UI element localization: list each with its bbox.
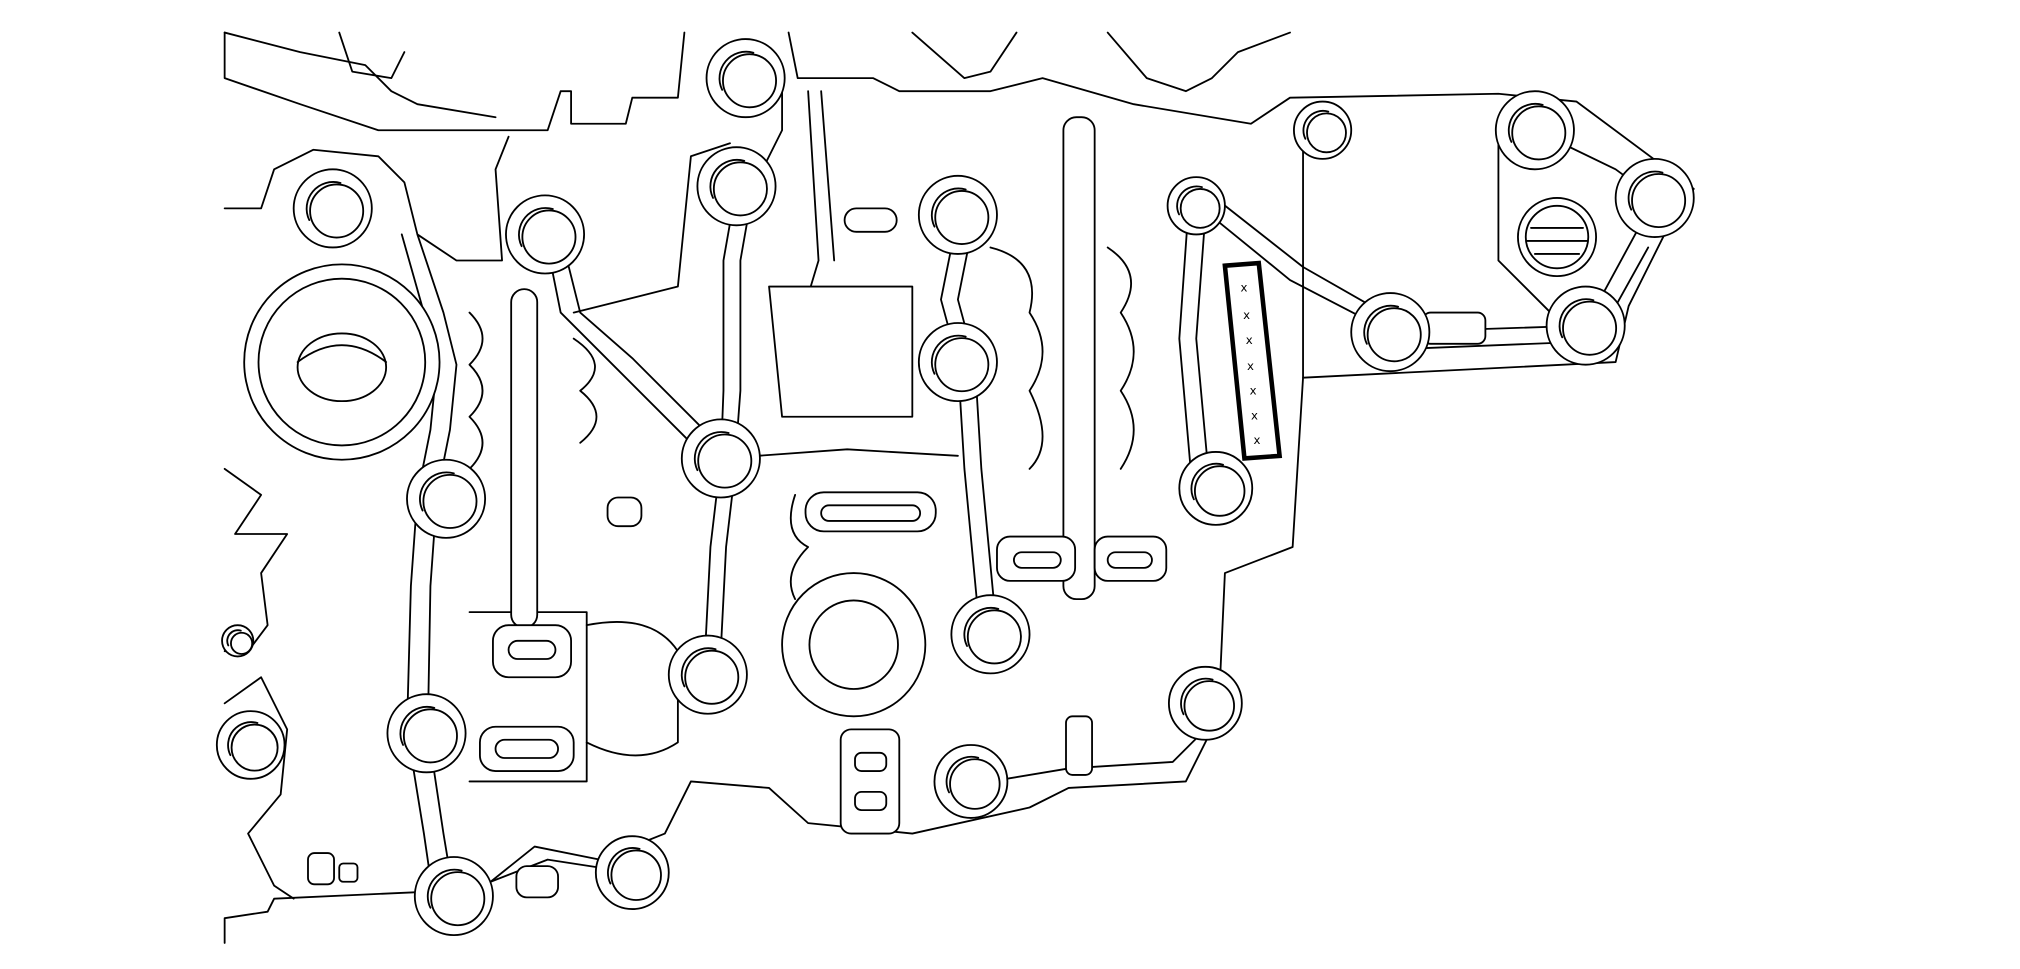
bolt-icon	[680, 418, 761, 499]
bolt-icon	[215, 710, 286, 780]
callout-mark: x	[1250, 384, 1257, 398]
bolt-icon	[1178, 451, 1254, 526]
callout-mark: x	[1241, 281, 1248, 295]
bolt-icon	[221, 624, 255, 658]
bolt-icon	[1166, 176, 1226, 236]
large-port-center	[781, 572, 927, 718]
internal-channels	[400, 77, 1656, 897]
slots-and-rods	[307, 116, 1487, 899]
bolt-icon	[705, 38, 786, 119]
bolt-icon	[696, 146, 777, 227]
bolt-icon	[917, 174, 998, 255]
bolt-icon	[667, 634, 748, 715]
callout-mark: x	[1254, 433, 1261, 447]
callout-mark: x	[1247, 359, 1254, 373]
bolt-icon	[406, 458, 487, 539]
bolt-icon	[1494, 90, 1575, 171]
bolt-icon	[1614, 157, 1695, 238]
bolt-icon	[594, 835, 670, 911]
bolt-icon	[1167, 665, 1243, 741]
bolt-icon	[1293, 100, 1353, 160]
bolt-icon	[917, 322, 998, 403]
bolt-icon	[1545, 285, 1626, 366]
callout-mark: x	[1246, 333, 1253, 347]
large-port-left	[243, 263, 441, 461]
callout-mark: x	[1243, 308, 1250, 322]
bolt-icon	[1350, 292, 1431, 373]
bolt-icon	[413, 856, 494, 937]
filter-plug	[1517, 197, 1598, 278]
bolt-icon	[933, 744, 1009, 819]
callout-mark: x	[1251, 408, 1258, 422]
bolt-icon	[505, 194, 586, 275]
bolt-icon	[292, 168, 373, 249]
bolt-icon	[950, 594, 1031, 675]
bolt-group	[215, 38, 1695, 937]
bolt-icon	[386, 693, 467, 774]
callout-box: x x x x x x x	[1222, 260, 1283, 461]
